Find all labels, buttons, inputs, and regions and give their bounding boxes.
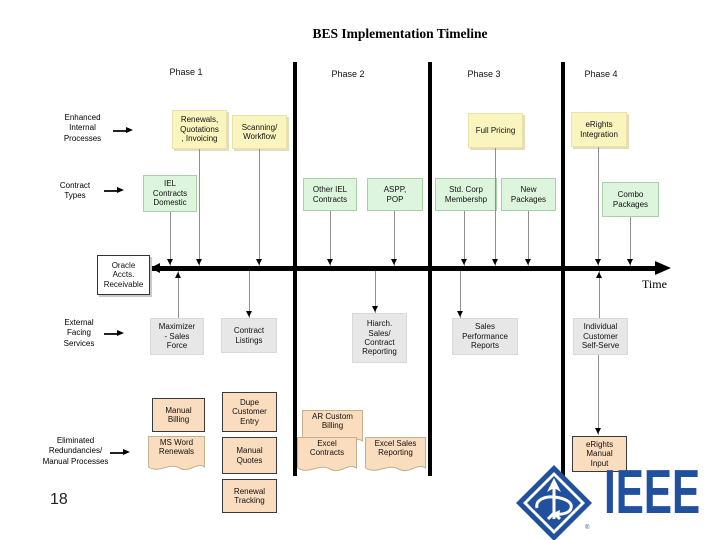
document-shape-icon — [148, 436, 205, 471]
box-manual-billing: Manual Billing — [152, 398, 205, 432]
connector-line — [598, 147, 599, 266]
connector-line — [599, 271, 600, 318]
phase-2-label: Phase 2 — [331, 69, 365, 79]
box-iel-contracts-domestic: IEL Contracts Domestic — [143, 175, 197, 212]
connector-line — [495, 148, 496, 266]
box-combo-packages: Combo Packages — [602, 182, 659, 217]
arrow-down-icon — [256, 259, 262, 265]
box-full-pricing: Full Pricing — [468, 113, 523, 148]
box-sales-performance-reports: Sales Performance Reports — [452, 318, 518, 355]
row-label-contract-types: Contract Types — [59, 181, 91, 201]
connector-line — [598, 355, 599, 435]
ieee-logo — [513, 462, 713, 540]
time-axis-label: Time — [642, 277, 667, 291]
box-scanning-workflow: Scanning/ Workflow — [232, 115, 287, 149]
arrow-up-icon — [175, 272, 181, 278]
document-shape-icon — [365, 437, 426, 472]
document-shape-icon — [297, 437, 357, 472]
document-label: MS Word Renewals — [158, 438, 195, 457]
connector-line — [394, 211, 395, 266]
arrow-right-icon — [126, 127, 133, 133]
arrow-down-icon — [595, 259, 601, 265]
box-aspp-pop: ASPP, POP — [367, 178, 423, 211]
connector-line — [199, 149, 200, 266]
phase-1-label: Phase 1 — [169, 67, 203, 77]
arrow-down-icon — [327, 259, 333, 265]
arrow-right-icon — [117, 330, 124, 336]
box-hiarch-sales-contract-reporting: Hiarch. Sales/ Contract Reporting — [352, 313, 407, 363]
phase-3-label: Phase 3 — [467, 69, 501, 79]
connector-line — [460, 271, 461, 318]
arrow-right-icon — [123, 449, 130, 455]
arrow-down-icon — [595, 428, 601, 434]
box-maximizer-sales-force: Maximizer - Sales Force — [150, 318, 204, 355]
connector-line — [375, 271, 376, 313]
row-label-enhanced-internal-processes: Enhanced Internal Processes — [63, 113, 102, 143]
connector-line — [249, 271, 250, 318]
arrow-down-icon — [196, 259, 202, 265]
arrow-down-icon — [391, 259, 397, 265]
box-erights-manual-input: eRights Manual Input — [572, 436, 627, 472]
ieee-diamond-icon — [516, 465, 592, 540]
connector-line — [170, 212, 171, 266]
box-ms-word-renewals: MS Word Renewals — [148, 436, 205, 476]
connector-line — [464, 211, 465, 266]
arrow-down-icon — [525, 259, 531, 265]
arrow-left-icon — [150, 263, 160, 273]
arrow-right-icon — [117, 187, 124, 193]
arrow-down-icon — [167, 259, 173, 265]
arrow-line — [104, 333, 117, 335]
box-other-iel-contracts: Other IEL Contracts — [303, 178, 357, 211]
row-label-external-facing-services: External Facing Services — [63, 318, 95, 348]
document-label: Excel Contracts — [309, 439, 345, 458]
arrow-down-icon — [457, 311, 463, 317]
box-dupe-customer-entry: Dupe Customer Entry — [222, 392, 277, 432]
ieee-wordmark: IEEE — [604, 458, 701, 527]
arrow-down-icon — [461, 259, 467, 265]
box-erights-integration: eRights Integration — [571, 112, 627, 147]
box-oracle-accts-receivable: Oracle Accts. Receivable — [97, 255, 150, 295]
connector-line — [528, 211, 529, 266]
box-manual-quotes: Manual Quotes — [222, 437, 277, 474]
connector-line — [630, 217, 631, 266]
arrow-up-icon — [596, 272, 602, 278]
box-individual-customer-self-serve: Individual Customer Self-Serve — [573, 318, 628, 355]
arrow-line — [104, 190, 117, 192]
document-label: Excel Sales Reporting — [374, 439, 417, 458]
row-label-eliminated-redundancies: Eliminated Redundancies/ Manual Processe… — [42, 436, 109, 466]
timeline-axis — [152, 266, 657, 271]
arrow-line — [113, 130, 126, 132]
box-renewals-quotations-invoicing: Renewals, Quotations , Invoicing — [172, 110, 227, 149]
box-std-corp-membership: Std. Corp Membershp — [435, 178, 497, 211]
box-excel-sales-reporting: Excel Sales Reporting — [365, 437, 426, 477]
page-number: 18 — [50, 491, 68, 508]
connector-line — [259, 149, 260, 266]
document-label: AR Custom Billing — [312, 412, 353, 431]
box-contract-listings: Contract Listings — [221, 318, 277, 353]
connector-line — [178, 271, 179, 318]
arrow-down-icon — [627, 259, 633, 265]
registered-trademark-icon: ® — [585, 525, 590, 531]
connector-line — [330, 211, 331, 266]
arrow-down-icon — [372, 306, 378, 312]
box-new-packages: New Packages — [501, 178, 556, 211]
box-renewal-tracking: Renewal Tracking — [222, 479, 277, 513]
box-excel-contracts: Excel Contracts — [297, 437, 357, 477]
arrow-line — [110, 452, 123, 454]
page-title: BES Implementation Timeline — [312, 26, 488, 41]
phase-4-label: Phase 4 — [584, 69, 618, 79]
arrow-down-icon — [492, 259, 498, 265]
arrow-right-icon — [655, 261, 671, 275]
arrow-down-icon — [246, 311, 252, 317]
